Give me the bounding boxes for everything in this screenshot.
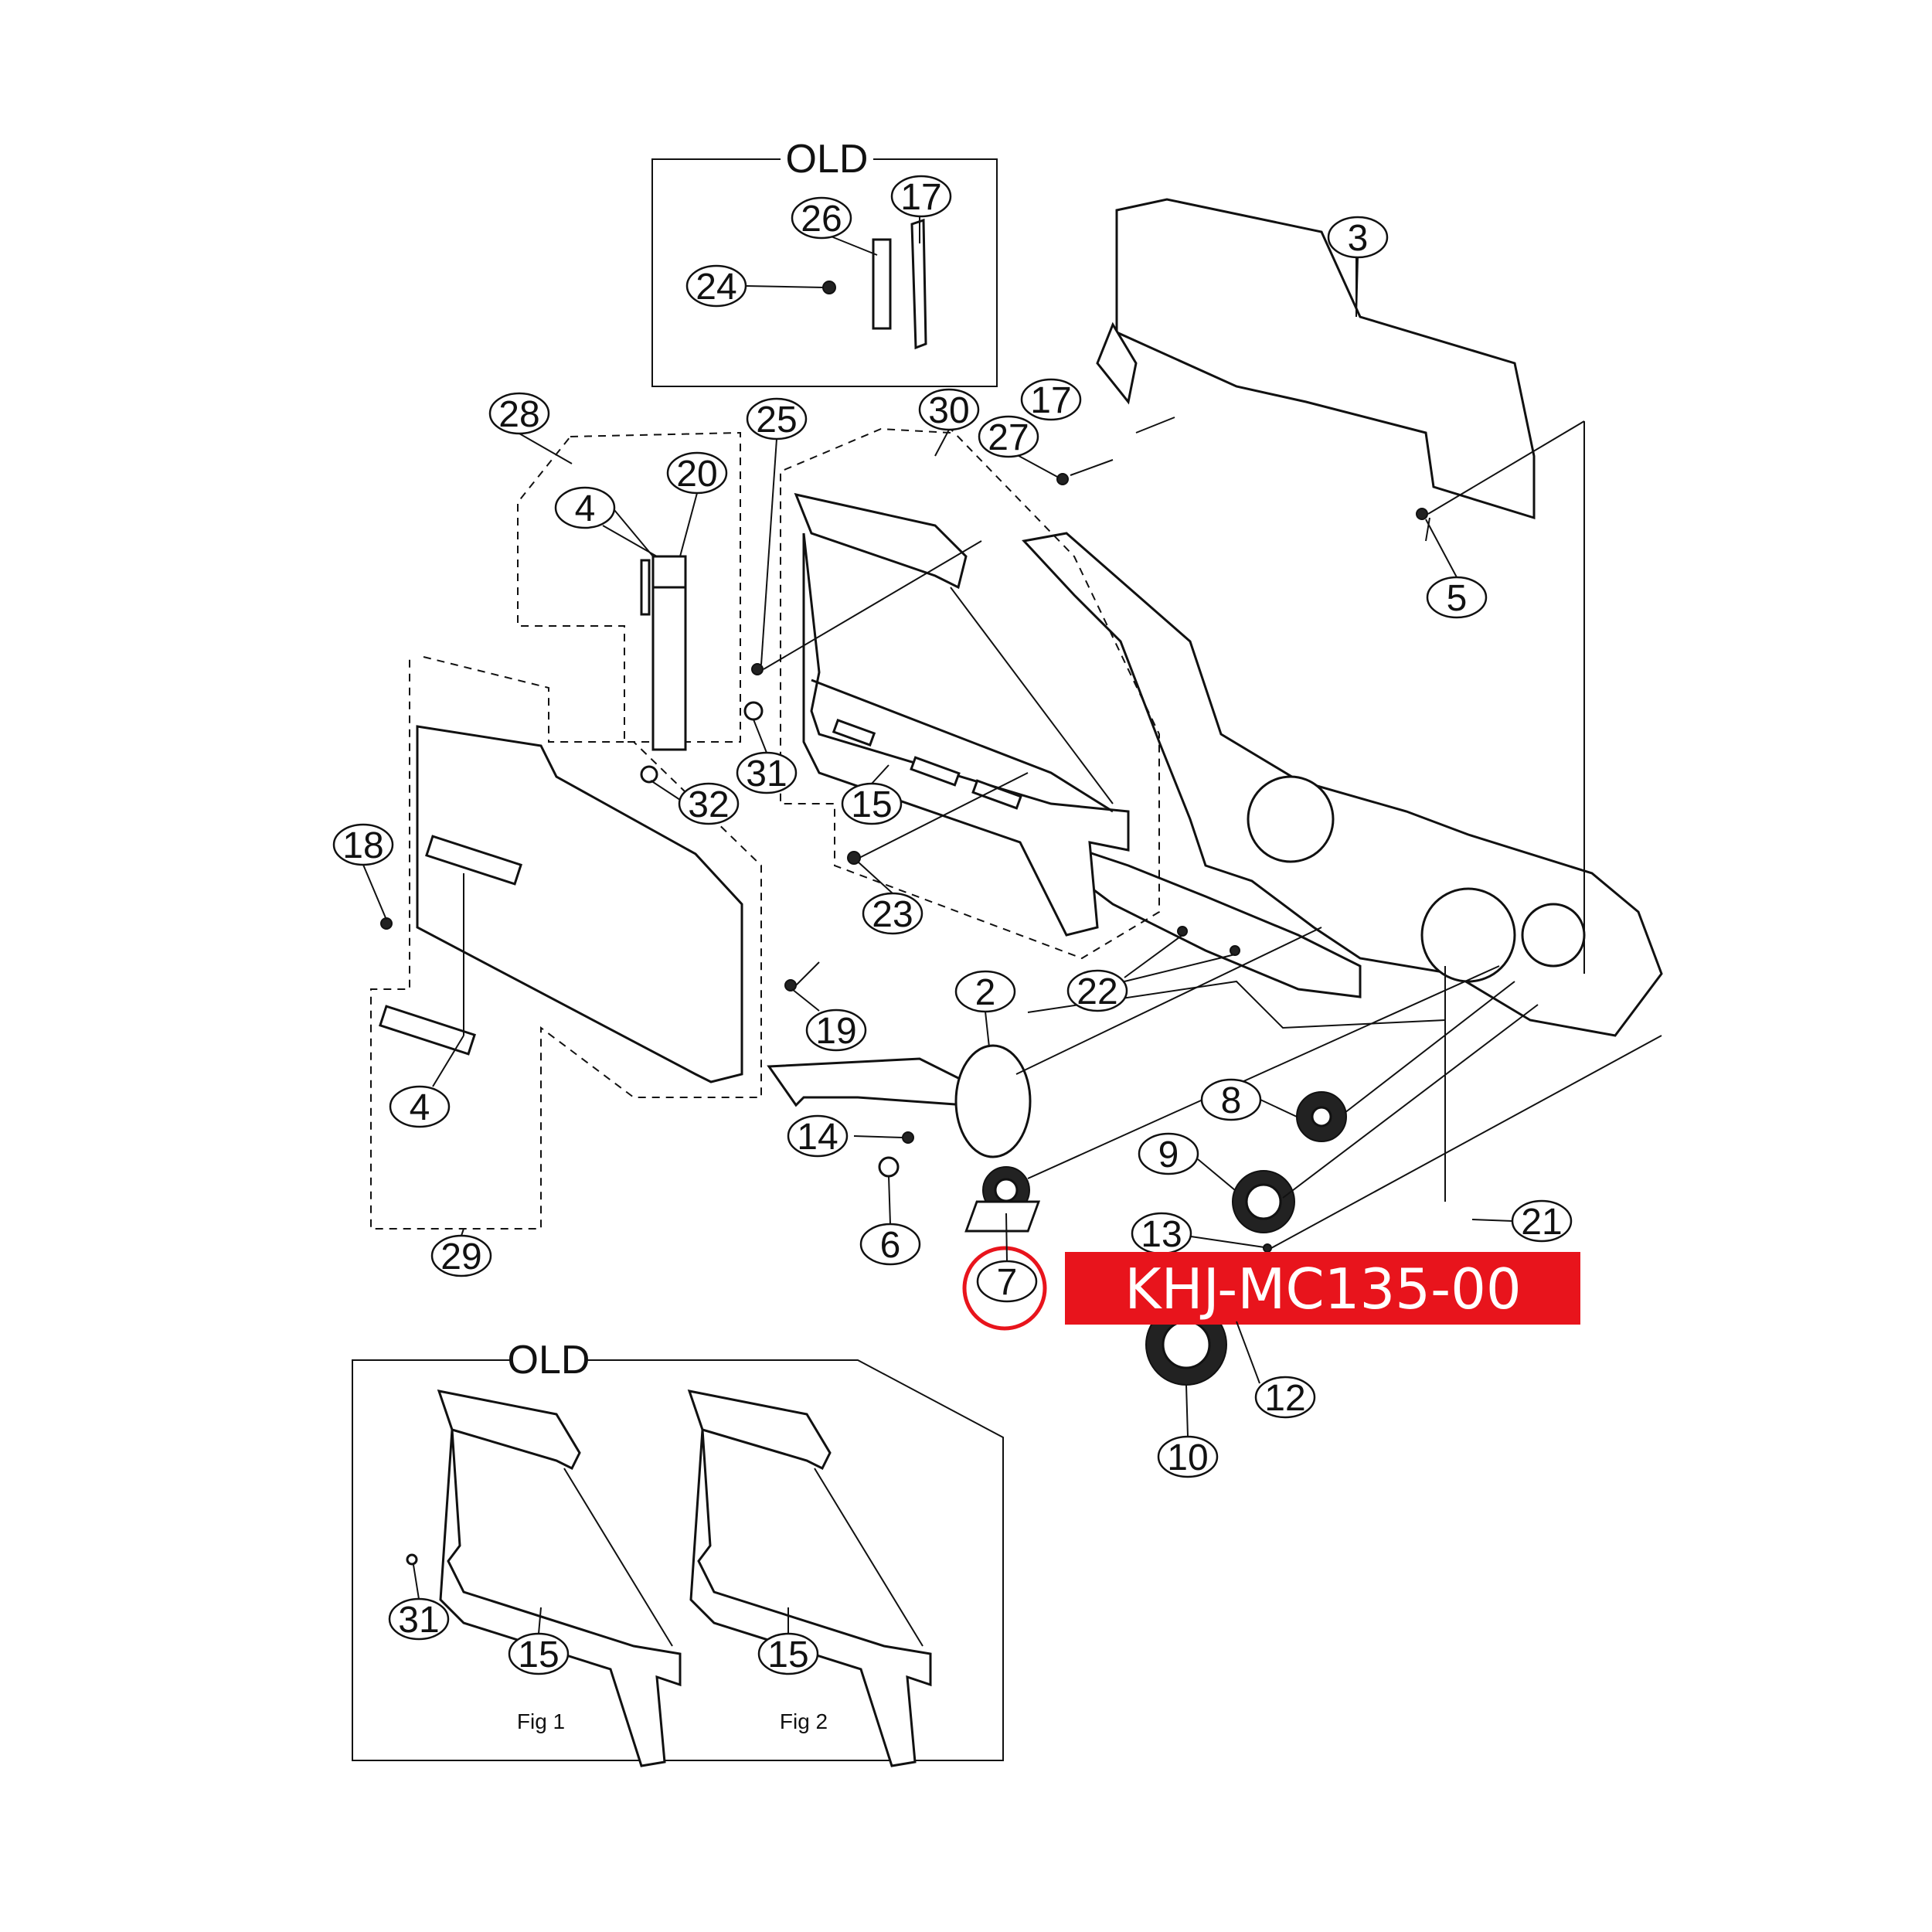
- old-box-top: OLD: [651, 137, 998, 387]
- screw-19: [784, 979, 797, 992]
- group-29-cover: [370, 656, 820, 1230]
- callout-28: 28: [498, 394, 539, 435]
- callout-21: 21: [1521, 1202, 1562, 1243]
- fig1-caption: Fig 1: [517, 1709, 565, 1733]
- screw-27: [1056, 473, 1069, 485]
- callout-7: 7: [997, 1262, 1018, 1303]
- callout-23: 23: [872, 894, 913, 935]
- fig2-caption: Fig 2: [780, 1709, 828, 1733]
- washer-6: [878, 1156, 900, 1178]
- leader-lines: [362, 257, 1513, 1634]
- old-box-top-title: OLD: [786, 137, 869, 182]
- ring-31: [743, 701, 764, 721]
- callout-fig1-31: 31: [398, 1600, 439, 1641]
- callout-31: 31: [746, 753, 787, 794]
- callout-29: 29: [440, 1236, 481, 1277]
- screw-24-old: [822, 281, 836, 294]
- pin-13: [1263, 1243, 1272, 1253]
- screw-22a: [1177, 926, 1188, 937]
- highlight: 7 KHJ-MC135-00: [962, 1213, 1580, 1331]
- screw-5: [1416, 508, 1428, 520]
- group-28-lever: [517, 431, 741, 784]
- part-number-text: KHJ-MC135-00: [1124, 1257, 1521, 1321]
- callout-4-top: 4: [575, 488, 596, 529]
- callout-6: 6: [880, 1225, 901, 1266]
- old-box-bottom: OLD Fig 1 Fig 2: [352, 1338, 1004, 1767]
- part-4-strip: [640, 559, 651, 616]
- group-30-tape-guide: [743, 427, 1160, 960]
- callouts: 17 26 24 3 5 17 27 28 25 30 20 4 31 32 1…: [332, 175, 1573, 1675]
- screw-25: [751, 663, 764, 675]
- part-21: [964, 1200, 1041, 1233]
- part-number-banner: [1065, 1252, 1580, 1325]
- old-box-bottom-title: OLD: [508, 1338, 590, 1383]
- ring-32: [640, 765, 658, 784]
- callout-15: 15: [851, 784, 892, 825]
- fig1-tape-guide: [406, 1389, 682, 1767]
- callout-3: 3: [1348, 218, 1369, 259]
- flex-cable: [767, 1057, 968, 1107]
- callout-22: 22: [1077, 971, 1117, 1012]
- side-plate-3: [1115, 198, 1585, 542]
- fig2-tape-guide: [687, 1389, 932, 1767]
- gear-hub: [1521, 903, 1586, 968]
- callout-12: 12: [1264, 1378, 1305, 1419]
- part-26-old: [872, 238, 892, 330]
- gear-recess-upper: [1247, 775, 1335, 863]
- callout-5: 5: [1447, 578, 1468, 619]
- gear-recess-lower: [1420, 887, 1516, 983]
- callout-32: 32: [688, 784, 729, 825]
- feeder-body: [1004, 321, 1663, 1037]
- callout-old-17: 17: [900, 177, 941, 218]
- callout-19: 19: [815, 1011, 856, 1052]
- callout-14: 14: [797, 1117, 838, 1158]
- callout-fig2-15: 15: [767, 1634, 808, 1675]
- callout-9: 9: [1158, 1134, 1179, 1175]
- callout-fig1-15: 15: [518, 1634, 559, 1675]
- callout-20: 20: [676, 454, 717, 495]
- callout-10: 10: [1167, 1437, 1208, 1478]
- callout-old-26: 26: [801, 199, 842, 240]
- callout-25: 25: [756, 400, 797, 440]
- callout-27: 27: [988, 417, 1029, 458]
- callout-4-bottom: 4: [410, 1087, 430, 1128]
- callout-2: 2: [975, 972, 996, 1013]
- callout-30: 30: [928, 390, 969, 431]
- callout-18: 18: [342, 825, 383, 866]
- screw-14: [902, 1131, 914, 1144]
- highlight-ring: [962, 1246, 1047, 1331]
- part-4-label: [379, 1005, 476, 1056]
- screw-18: [380, 917, 393, 930]
- motor-2: [954, 1044, 1032, 1158]
- screw-22b: [1230, 945, 1240, 956]
- part-17: [1096, 321, 1138, 405]
- callout-17: 17: [1030, 380, 1071, 421]
- callout-8: 8: [1221, 1080, 1242, 1121]
- callout-old-24: 24: [696, 267, 736, 308]
- callout-13: 13: [1141, 1214, 1182, 1255]
